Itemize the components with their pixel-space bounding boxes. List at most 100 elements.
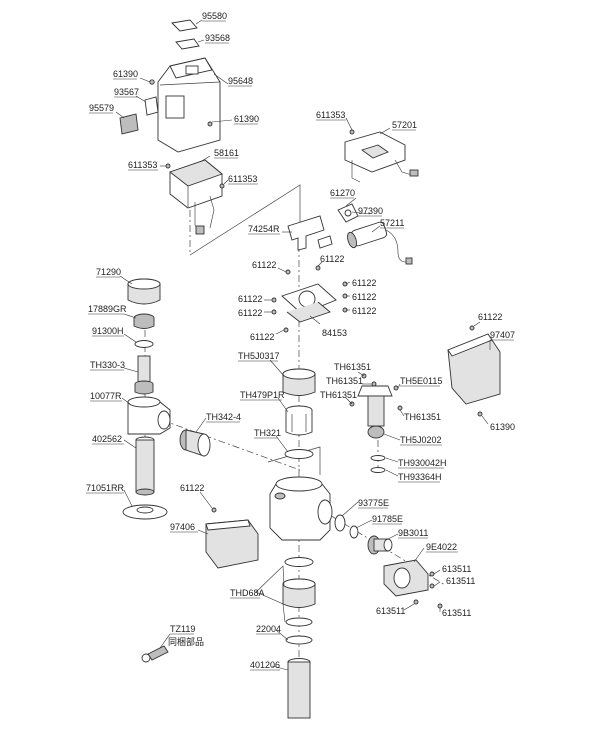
label-61122-a: 61122 <box>252 260 276 270</box>
label-402562: 402562 <box>92 434 122 444</box>
top-perspective-line <box>189 184 301 256</box>
side-cover-97406 <box>205 519 259 569</box>
ring-22004 <box>285 635 313 645</box>
label-61122-j: 61122 <box>180 483 204 493</box>
fitting-9B3011 <box>367 535 393 555</box>
label-9B3011: 9B3011 <box>398 528 428 538</box>
lid-gasket-93568 <box>175 38 200 50</box>
mounting-plate-84153 <box>281 283 337 323</box>
sensor-module-57201 <box>344 131 419 183</box>
label-TH342-4: TH342-4 <box>206 412 241 422</box>
label-61122-g: 61122 <box>352 306 376 316</box>
label-74254R: 74254R <box>248 224 280 234</box>
label-84153: 84153 <box>322 328 347 338</box>
screw-61122-cover <box>469 325 475 331</box>
oring-THD68A-mid <box>285 617 313 627</box>
label-61390-b: 61390 <box>234 114 259 124</box>
label-61122-f: 61122 <box>238 308 262 318</box>
screw-611353-left <box>165 163 171 169</box>
oring-THD68A-top <box>284 557 314 567</box>
oring-TH93364H <box>370 467 386 473</box>
label-TH479P1R: TH479P1R <box>240 390 285 400</box>
label-71290: 71290 <box>96 267 121 277</box>
screw-61122-lower <box>211 507 217 513</box>
label-97407: 97407 <box>490 330 515 340</box>
gasket-91785E <box>349 525 359 539</box>
control-box-58161 <box>169 159 223 235</box>
label-611353-b: 611353 <box>316 110 345 120</box>
label-TH5E0115: TH5E0115 <box>400 376 442 386</box>
label-THD68A: THD68A <box>230 588 265 598</box>
oring-TH321 <box>284 449 314 459</box>
label-91785E: 91785E <box>372 514 403 524</box>
bracket-97390 <box>337 203 359 223</box>
label-TH5J0317: TH5J0317 <box>238 351 280 361</box>
elbow-9E4022 <box>383 559 429 597</box>
left-branch-line <box>147 414 301 471</box>
label-TH61351-c: TH61351 <box>320 390 357 400</box>
label-underlines <box>86 20 514 671</box>
label-95648: 95648 <box>228 76 253 86</box>
screw-61390-side <box>207 121 213 127</box>
label-71051RR: 71051RR <box>86 483 125 493</box>
label-93568: 93568 <box>205 33 230 43</box>
label-TH61351-a: TH61351 <box>334 362 371 372</box>
label-91300H: 91300H <box>92 326 124 336</box>
label-401206: 401206 <box>250 660 280 670</box>
label-TH321: TH321 <box>254 428 281 438</box>
label-9E4022: 9E4022 <box>426 542 457 552</box>
label-61122-i: 61122 <box>478 312 502 322</box>
label-611353-c: 611353 <box>228 174 257 184</box>
label-TZ119: TZ119 <box>170 624 195 634</box>
label-613511-d: 613511 <box>442 608 471 618</box>
mid-perspective-line <box>267 446 321 475</box>
screw-61390-cover <box>477 411 483 417</box>
label-97390: 97390 <box>358 206 383 216</box>
valve-assembly-TH5J0202 <box>357 385 393 439</box>
label-10077R: 10077R <box>90 391 122 401</box>
valve-body-10077R <box>127 396 171 435</box>
screw-611353-sensor <box>349 129 355 135</box>
label-TH930042H: TH930042H <box>398 458 447 468</box>
pipe-401206 <box>287 658 311 719</box>
gasket-93775E <box>334 514 346 532</box>
lid-sticker-95580 <box>171 19 198 32</box>
side-cover-97407 <box>447 333 501 405</box>
label-17889GR: 17889GR <box>88 304 127 314</box>
cartridge-TH479P1R <box>285 405 313 436</box>
oring-TH930042H <box>370 455 386 461</box>
solenoid-57211 <box>347 221 413 265</box>
main-body <box>269 476 333 541</box>
flange-71051RR <box>122 504 168 520</box>
label-611353-a: 611353 <box>128 160 157 170</box>
label-613511-c: 613511 <box>376 606 405 616</box>
label-97406: 97406 <box>170 522 195 532</box>
label-61122-e: 61122 <box>238 294 262 304</box>
label-93775E: 93775E <box>358 498 389 508</box>
label-61122-c: 61122 <box>352 278 376 288</box>
plate-95579 <box>119 113 139 135</box>
pipe-402562 <box>135 436 155 496</box>
label-61390-a: 61390 <box>113 69 138 79</box>
cover-body-95648 <box>157 57 221 153</box>
label-TH330-3: TH330-3 <box>90 360 125 370</box>
key-TZ119 <box>141 645 169 663</box>
label-613511-a: 613511 <box>442 564 471 574</box>
cap-93567 <box>144 96 159 116</box>
label-TH61351-b: TH61351 <box>326 376 363 386</box>
label-58161: 58161 <box>214 148 239 158</box>
bracket-74254R <box>287 215 333 251</box>
nut-17889GR <box>133 313 155 329</box>
label-61122-h: 61122 <box>250 332 274 342</box>
label-TH61351-d: TH61351 <box>404 412 441 422</box>
stem-TH330-3 <box>134 355 154 395</box>
screw-61390-top <box>149 79 155 85</box>
handle-cap-71290 <box>127 278 161 305</box>
label-95579: 95579 <box>89 103 114 113</box>
label-613511-b: 613511 <box>446 576 475 586</box>
label-95580: 95580 <box>202 11 227 21</box>
nut-THD68A <box>282 578 316 608</box>
part-labels: 95580 93568 61390 95648 93567 95579 6139… <box>86 11 515 670</box>
label-61122-b: 61122 <box>320 254 344 264</box>
